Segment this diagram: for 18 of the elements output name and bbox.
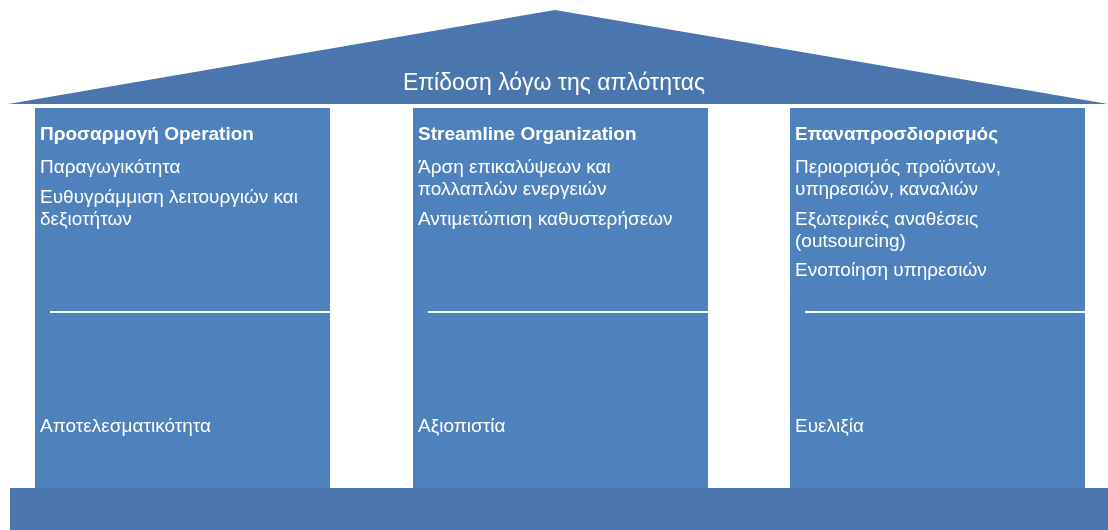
roof-title: Επίδοση λόγω της απλότητας: [401, 68, 707, 97]
pillar-heading: Streamline Organization: [418, 122, 638, 146]
pillar-item: Ενοποίηση υπηρεσιών: [795, 259, 988, 282]
pillar-item: Περιορισμός προϊόντων, υπηρεσιών, καναλιών: [795, 156, 1003, 200]
pillar-heading: Προσαρμογή Operation: [40, 122, 255, 146]
pillar-item: Ευθυγράμμιση λειτουργιών και δεξιοτήτων: [40, 185, 299, 230]
pillar-item: Εξωτερικές αναθέσεις (outsourcing): [795, 207, 980, 252]
pillar: [35, 108, 330, 490]
base-bar: [10, 488, 1108, 530]
pillar-footer: Ευελιξία: [795, 414, 1080, 438]
pillar-footer: Αξιοπιστία: [418, 414, 703, 438]
pillar-item: Αντιμετώπιση καθυστερήσεων: [418, 207, 674, 230]
pillar-item: Άρση επικαλύψεων και πολλαπλών ενεργειών: [418, 156, 612, 200]
pillar-heading: Επαναπροσδιορισμός: [795, 122, 1000, 146]
pillar: [413, 108, 708, 490]
pillar-footer: Αποτελεσματικότητα: [40, 414, 325, 438]
pillar-item: Παραγωγικότητα: [40, 156, 182, 178]
pillar: [790, 108, 1085, 490]
